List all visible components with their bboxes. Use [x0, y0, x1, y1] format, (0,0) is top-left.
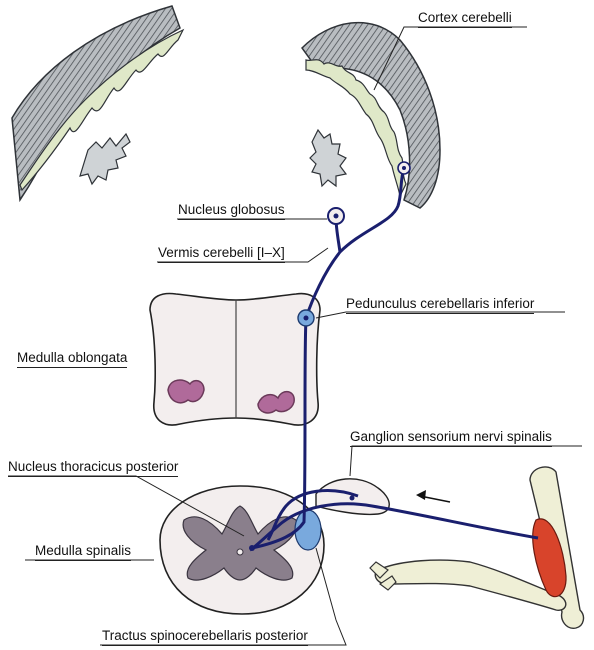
label-vermis-cerebelli: Vermis cerebelli [I–X] [158, 245, 285, 263]
arrow-left-icon [416, 490, 450, 502]
left-dentate-nucleus [80, 134, 130, 184]
label-pedunculus-cerebellaris-inferior: Pedunculus cerebellaris inferior [346, 296, 534, 314]
label-ganglion-sensorium: Ganglion sensorium nervi spinalis [350, 429, 552, 447]
label-medulla-spinalis: Medulla spinalis [35, 543, 131, 561]
label-nucleus-thoracicus: Nucleus thoracicus posterior [8, 459, 178, 477]
right-dentate-nucleus [310, 130, 346, 186]
label-nucleus-globosus: Nucleus globosus [178, 202, 285, 220]
label-tractus-spinocerebellaris: Tractus spinocerebellaris posterior [102, 628, 308, 646]
label-cortex-cerebelli: Cortex cerebelli [418, 10, 512, 28]
medulla-oblongata-section [150, 294, 320, 425]
posterior-spinocerebellar-tract [295, 510, 321, 550]
label-medulla-oblongata: Medulla oblongata [17, 350, 127, 368]
